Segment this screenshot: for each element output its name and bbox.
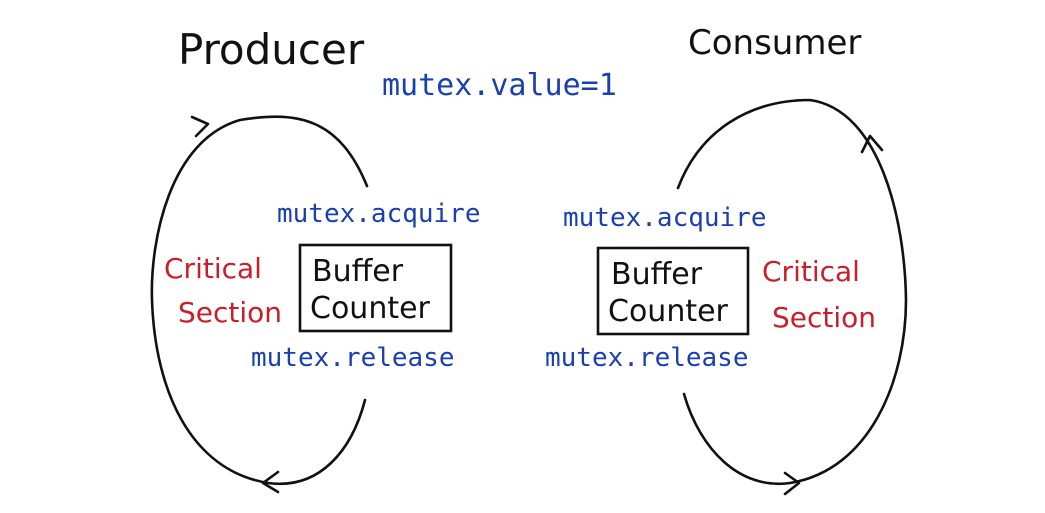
producer-critical-section-line1: Critical xyxy=(164,252,262,285)
consumer-counter-label: Counter xyxy=(608,294,729,329)
consumer-top-arrow-icon xyxy=(860,134,884,154)
producer-buffer-label: Buffer xyxy=(312,254,404,289)
consumer-buffer-label: Buffer xyxy=(611,257,703,292)
consumer-title: Consumer xyxy=(688,23,861,63)
consumer-buffer-box xyxy=(596,246,750,336)
producer-counter-label: Counter xyxy=(310,291,431,326)
producer-release-label: mutex.release xyxy=(251,343,455,373)
producer-buffer-box xyxy=(298,243,453,333)
mutex-value-label: mutex.value=1 xyxy=(382,68,617,103)
consumer-critical-section-line2: Section xyxy=(772,301,876,334)
producer-acquire-label: mutex.acquire xyxy=(277,199,481,229)
consumer-release-label: mutex.release xyxy=(545,343,749,373)
consumer-loop-arc xyxy=(676,98,908,486)
consumer-critical-section-line1: Critical xyxy=(762,255,860,288)
consumer-bottom-arrow-icon xyxy=(783,471,801,496)
producer-loop-arc xyxy=(150,115,369,486)
producer-top-arrow-icon xyxy=(190,115,210,138)
producer-critical-section-line2: Section xyxy=(178,296,282,329)
producer-bottom-arrow-icon xyxy=(261,470,280,494)
producer-title: Producer xyxy=(178,25,365,74)
consumer-acquire-label: mutex.acquire xyxy=(563,203,767,233)
